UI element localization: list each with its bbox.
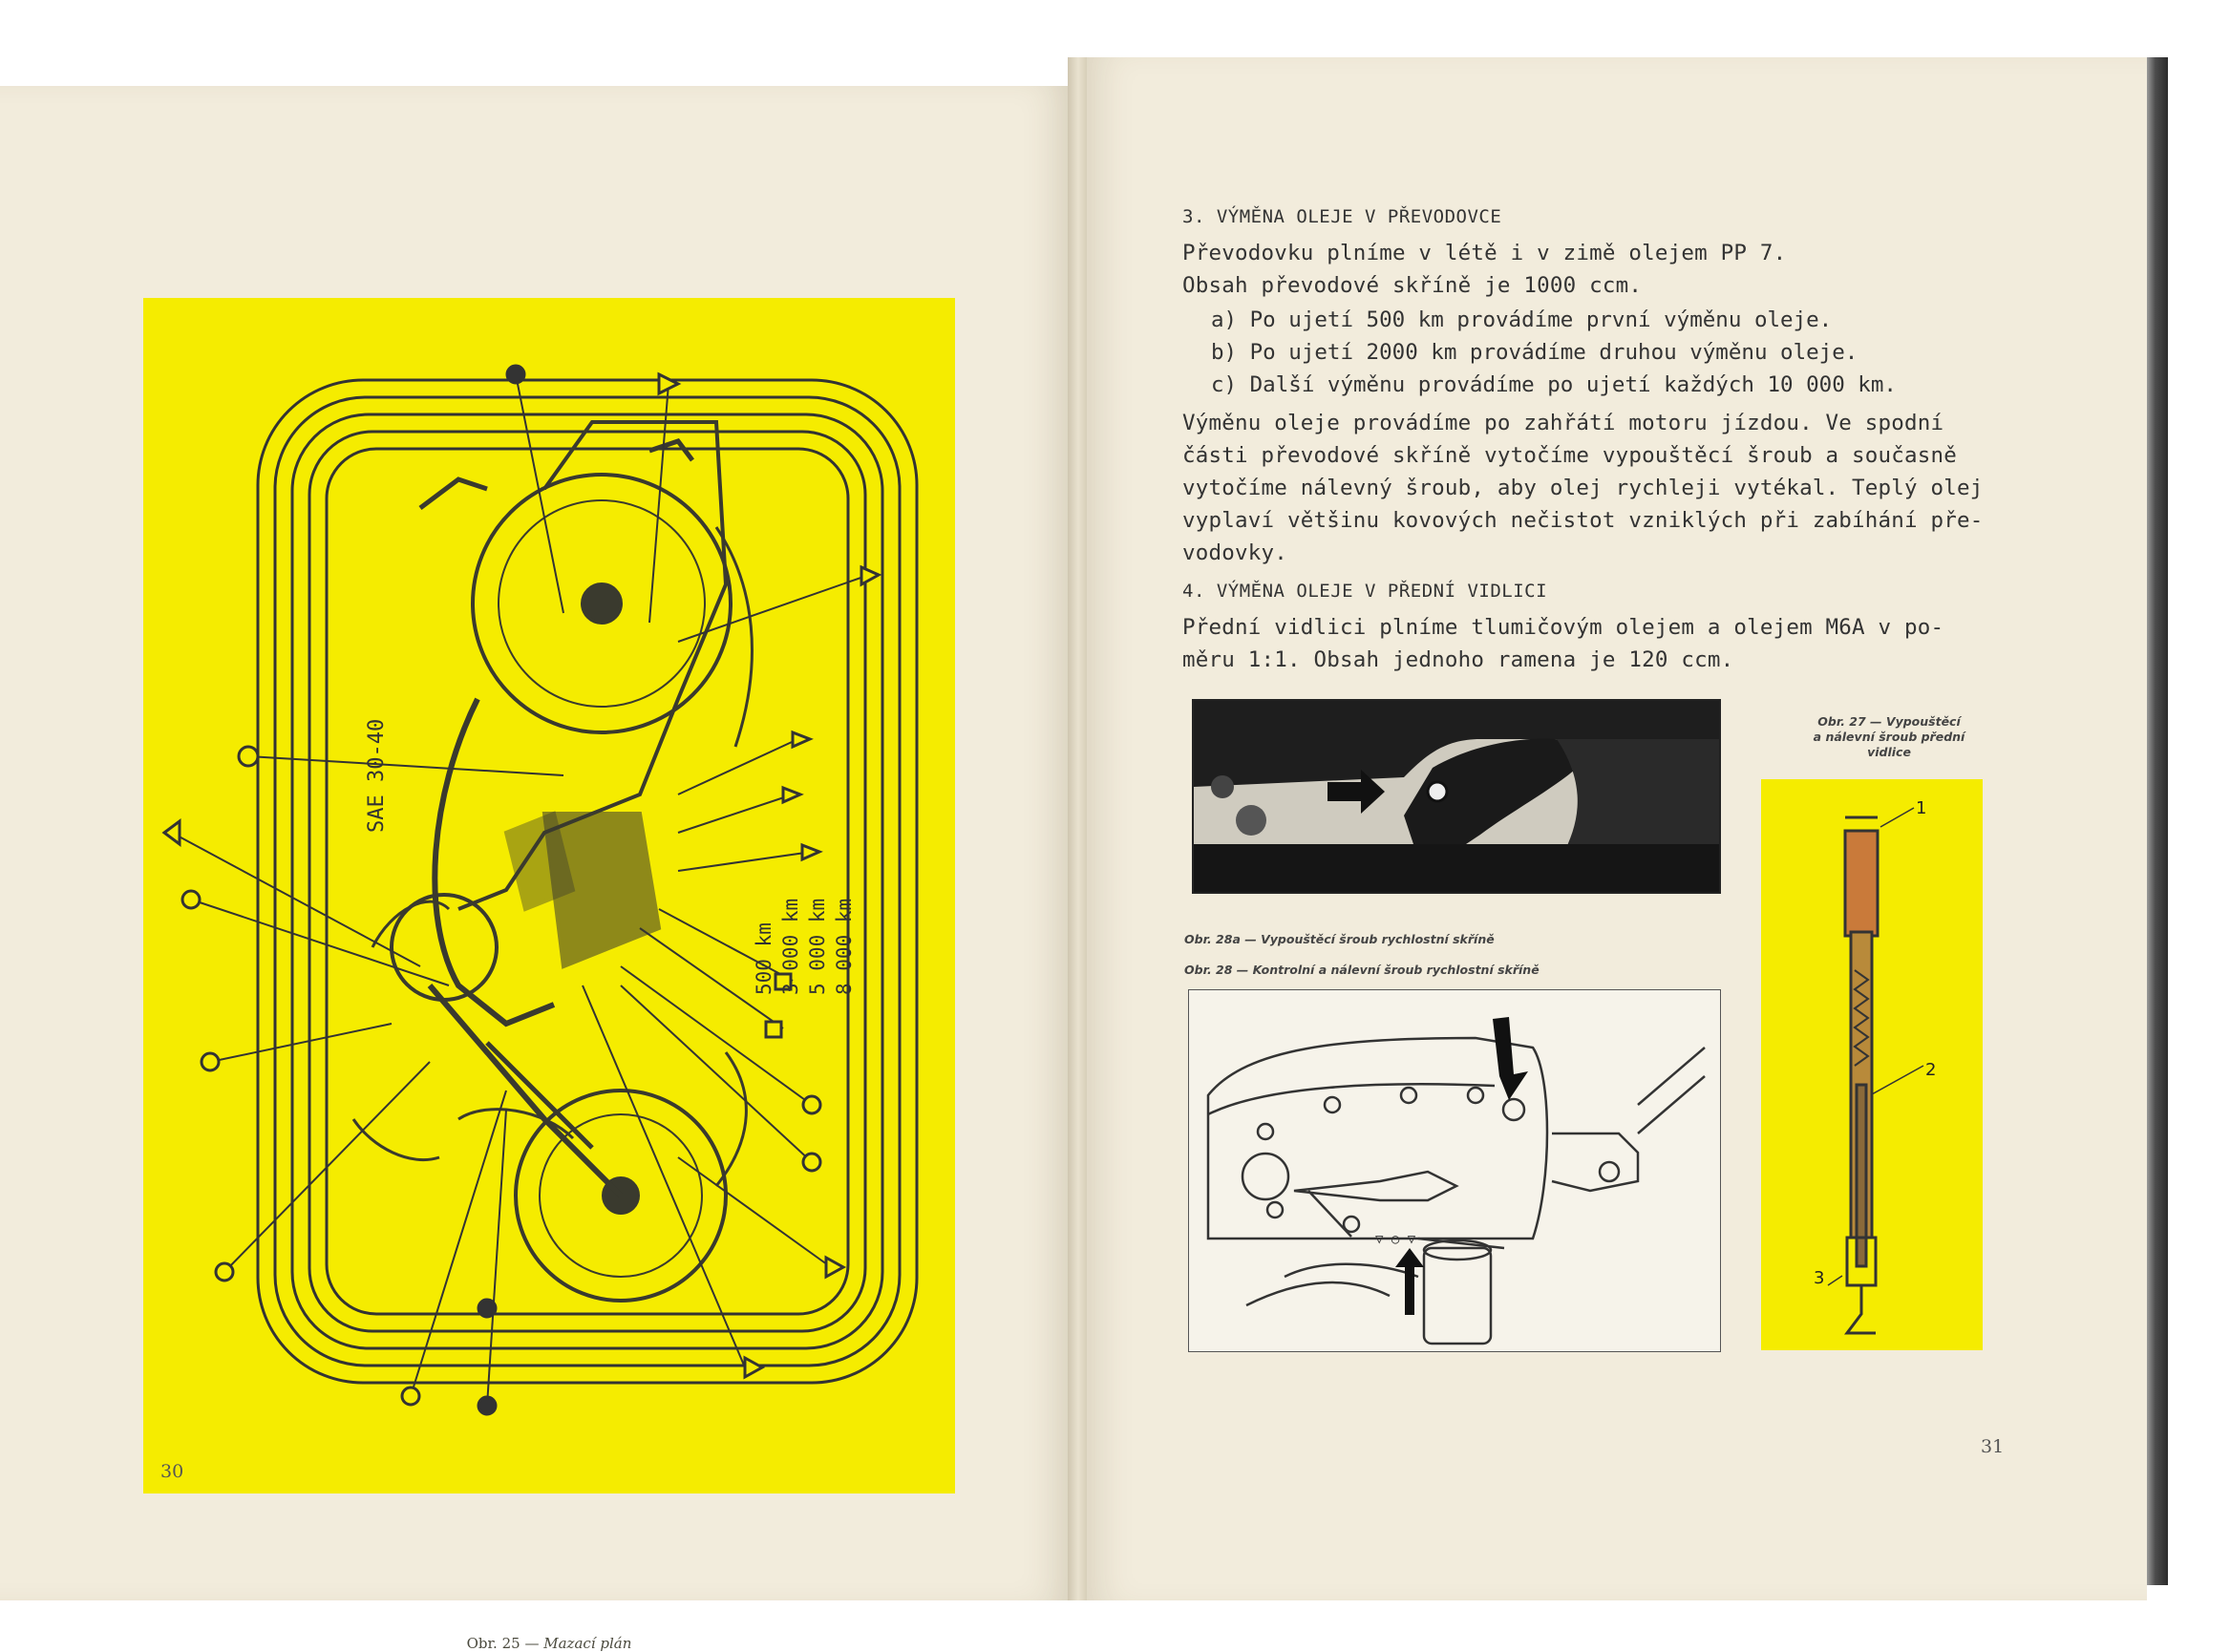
page-number-left: 30	[160, 1461, 184, 1482]
section-3-intro: Převodovku plníme v létě i v zimě olejem…	[1182, 241, 1787, 298]
list-item: a) Po ujetí 500 km provádíme první výměn…	[1211, 307, 1833, 332]
oil-grade-label: SAE 30-40	[365, 718, 389, 833]
frame-2	[273, 395, 902, 1367]
lubrication-plan-panel: SAE 30-40 500 km 3 000 km 5 000 km 8 000…	[143, 298, 955, 1652]
left-page: SAE 30-40 500 km 3 000 km 5 000 km 8 000…	[0, 86, 1070, 1652]
symbol-marks: ▽ ○ ▽	[1375, 1232, 1416, 1247]
figure-27-caption: Obr. 27 — Vypouštěcí a nálevní šroub pře…	[1813, 714, 1965, 759]
list-item: c) Další výměnu provádíme po ujetí každý…	[1211, 372, 1897, 397]
mileage-3000: 3 000 km	[779, 898, 802, 995]
page-number-right: 31	[1981, 1436, 2005, 1457]
fork-label-2: 2	[1925, 1060, 1936, 1080]
frame-outer	[256, 378, 919, 1385]
motorcycle-drawing	[351, 420, 754, 1303]
section-3-heading: 3. VÝMĚNA OLEJE V PŘEVODOVCE	[1182, 206, 1502, 227]
figure-27-panel: 1 2 3	[1761, 779, 1983, 1350]
oil-change-schedule: a) Po ujetí 500 km provádíme první výměn…	[1211, 304, 1897, 401]
list-item: b) Po ujetí 2000 km provádíme druhou vým…	[1211, 340, 1858, 365]
section-4-heading: 4. VÝMĚNA OLEJE V PŘEDNÍ VIDLICI	[1182, 581, 1548, 602]
section-4-paragraph: Přední vidlici plníme tlumičovým olejem …	[1182, 615, 1944, 672]
section-3-paragraph: Výměnu oleje provádíme po zahřátí motoru…	[1182, 411, 1984, 565]
book-edge	[2147, 57, 2168, 1585]
figure-28a-photo	[1192, 699, 1721, 894]
fork-label-3: 3	[1814, 1268, 1824, 1288]
frame-inner	[325, 447, 850, 1316]
mileage-legend: 500 km 3 000 km 5 000 km 8 000 km	[753, 833, 867, 995]
right-page: 3. VÝMĚNA OLEJE V PŘEVODOVCE Převodovku …	[1087, 57, 2147, 1600]
figure-28-caption: Obr. 28 — Kontrolní a nálevní šroub rych…	[1184, 963, 1540, 977]
frame-3	[290, 413, 884, 1350]
figure-28a-drawing	[1194, 701, 1719, 892]
mileage-500: 500 km	[753, 922, 775, 995]
figure-28-drawing-frame: ▽ ○ ▽	[1188, 989, 1721, 1352]
lubrication-plan-diagram	[161, 364, 919, 1416]
front-fork-drawing: 1 2 3	[1814, 798, 1936, 1335]
fork-label-1: 1	[1916, 798, 1926, 818]
mileage-5000: 5 000 km	[806, 898, 829, 995]
figure-28a-caption: Obr. 28a — Vypouštěcí šroub rychlostní s…	[1184, 932, 1495, 946]
figure-28-drawing: ▽ ○ ▽	[1206, 1017, 1706, 1345]
book-gutter	[1068, 57, 1089, 1600]
mileage-8000: 8 000 km	[833, 898, 856, 995]
figure-25-caption: Obr. 25 — Mazací plán	[466, 1635, 632, 1652]
